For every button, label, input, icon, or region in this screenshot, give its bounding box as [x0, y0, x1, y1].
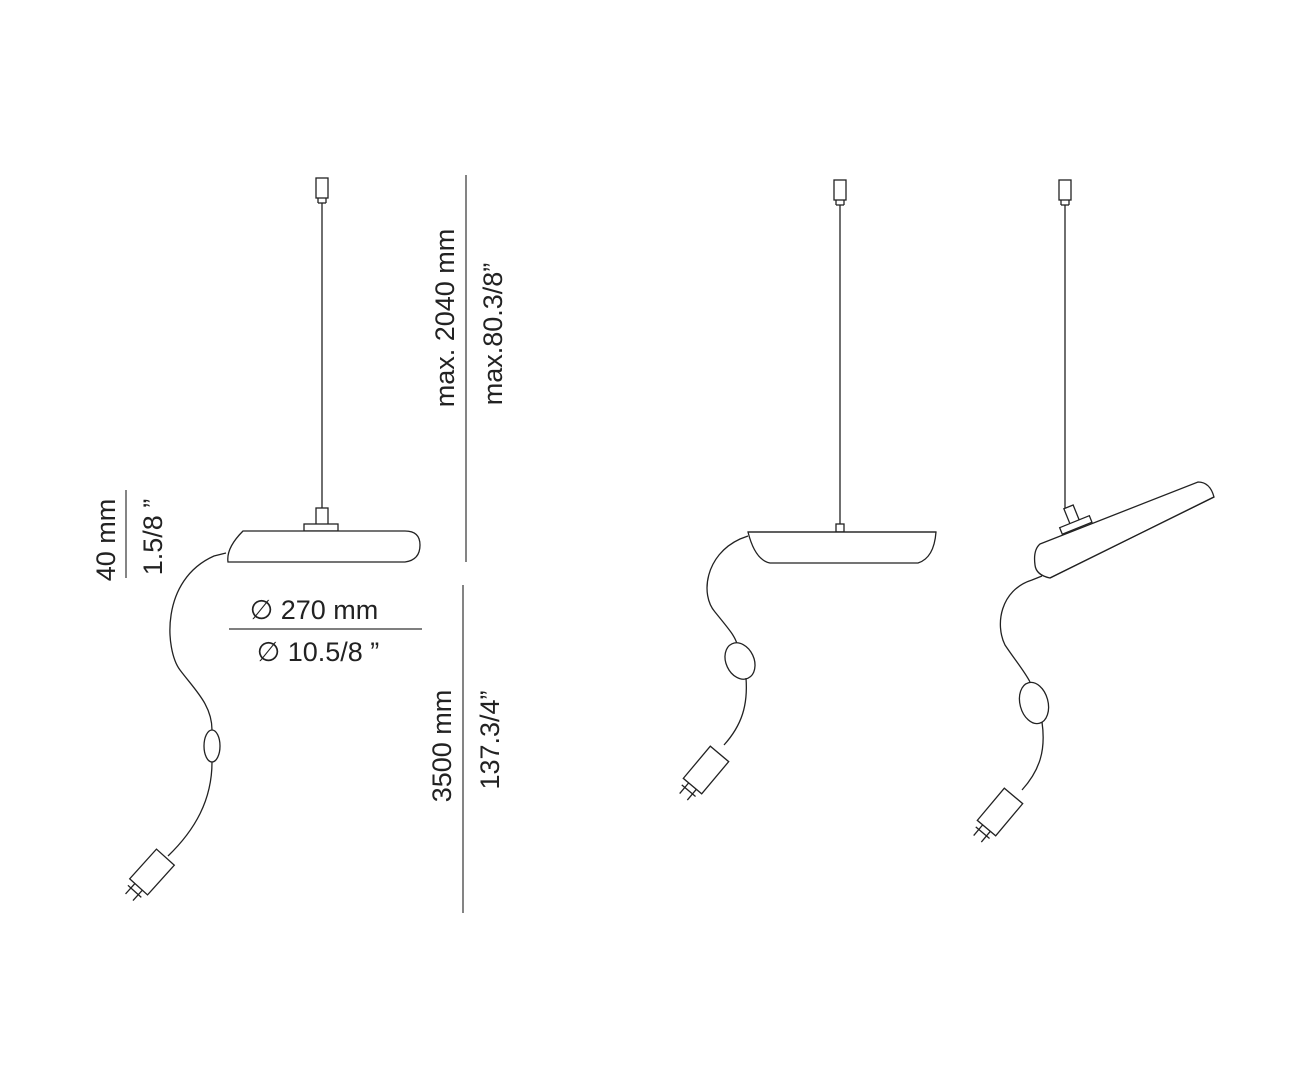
diameter-mm-label: ∅ 270 mm — [250, 595, 379, 625]
shade-height-mm-label: 40 mm — [91, 499, 121, 582]
lamp-shade — [1033, 481, 1215, 579]
lamp-shade — [747, 531, 937, 564]
power-plug — [125, 848, 176, 902]
height-max-mm-label: max. 2040 mm — [430, 229, 460, 408]
power-plug — [679, 745, 730, 801]
wire-connector — [1058, 504, 1093, 536]
ceiling-canopy — [1058, 179, 1072, 206]
shade-height-in-label: 1.5/8 ” — [138, 499, 168, 576]
lamp-view-angled — [973, 179, 1215, 843]
ceiling-canopy — [833, 179, 847, 206]
power-plug — [973, 787, 1024, 843]
ceiling-canopy — [315, 177, 329, 204]
inline-switch — [724, 642, 756, 680]
diameter-in-label: ∅ 10.5/8 ” — [257, 637, 380, 667]
power-cable — [706, 535, 749, 645]
lamp-shade — [227, 530, 421, 563]
dimension-lines — [125, 175, 467, 913]
wire-connector — [835, 523, 845, 533]
cable-length-in-label: 137.3/4” — [475, 690, 505, 789]
lamp-view-front — [125, 177, 421, 902]
power-cable — [999, 575, 1043, 683]
lamp-view-tilted — [679, 179, 937, 801]
cable-length-mm-label: 3500 mm — [427, 690, 457, 803]
inline-switch — [203, 729, 221, 763]
height-max-in-label: max.80.3/8” — [478, 263, 508, 406]
inline-switch — [1018, 681, 1050, 725]
power-cable — [169, 552, 227, 731]
